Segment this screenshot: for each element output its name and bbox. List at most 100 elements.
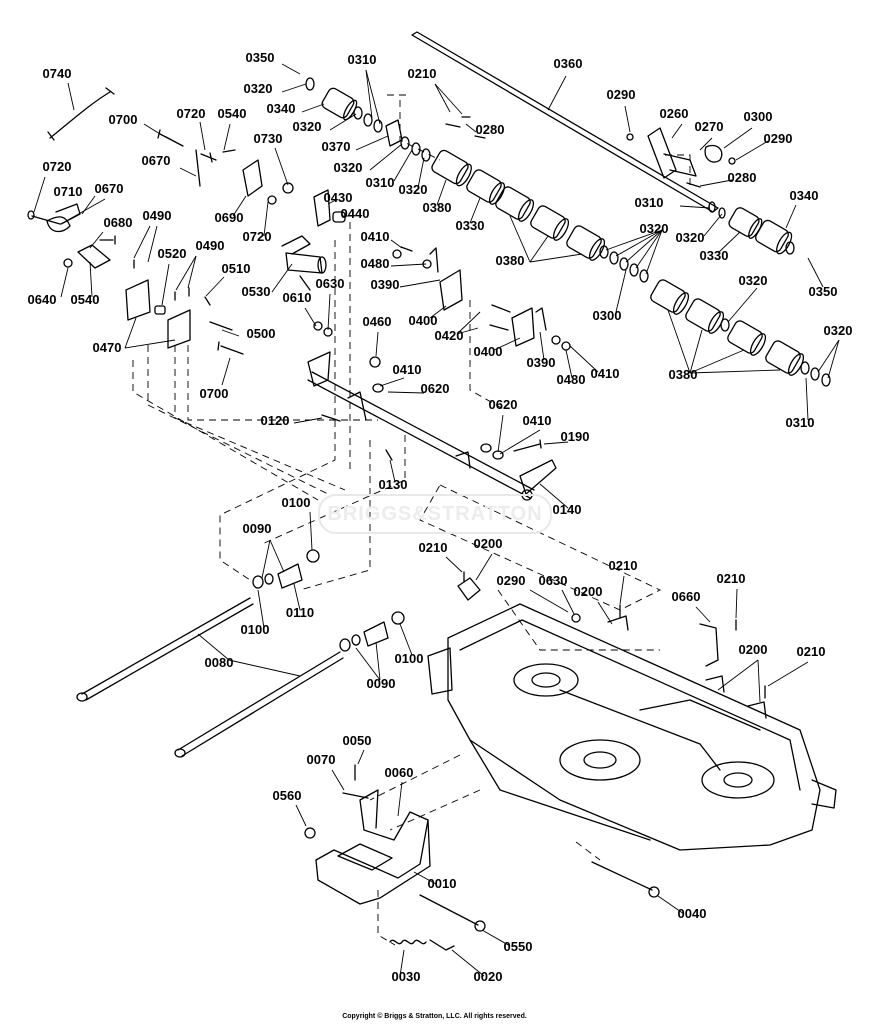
part-callout: 0320 — [334, 160, 363, 175]
part-callout: 0720 — [243, 229, 272, 244]
part-callout: 0500 — [247, 326, 276, 341]
part-callout: 0010 — [428, 876, 457, 891]
part-callout: 0030 — [392, 969, 421, 984]
part-callout: 0690 — [215, 210, 244, 225]
part-callout: 0290 — [497, 573, 526, 588]
part-callout: 0280 — [476, 122, 505, 137]
front-hitch-bracket — [315, 789, 431, 905]
part-callout: 0670 — [142, 153, 171, 168]
part-callout: 0320 — [640, 221, 669, 236]
part-callout: 0210 — [408, 66, 437, 81]
part-callout: 0110 — [286, 605, 314, 620]
support-brackets — [313, 119, 547, 347]
part-callout: 0710 — [54, 184, 83, 199]
part-callout: 0740 — [43, 66, 72, 81]
part-callout: 0270 — [695, 119, 724, 134]
part-callout: 0200 — [474, 536, 503, 551]
part-callout: 0330 — [700, 248, 729, 263]
part-callout: 0400 — [409, 313, 438, 328]
part-callout: 0360 — [554, 56, 583, 71]
bolts — [99, 116, 766, 799]
part-callout: 0380 — [669, 367, 698, 382]
part-callout: 0320 — [676, 230, 705, 245]
part-callout: 0200 — [574, 584, 603, 599]
part-callout: 0120 — [261, 413, 290, 428]
part-callout: 0700 — [200, 386, 229, 401]
part-callout: 0330 — [456, 218, 485, 233]
part-callout: 0630 — [539, 573, 568, 588]
part-callout: 0540 — [218, 106, 247, 121]
part-callout: 0620 — [489, 397, 518, 412]
part-callout: 0350 — [809, 284, 838, 299]
part-callout: 0380 — [496, 253, 525, 268]
leader-lines — [33, 63, 840, 977]
actuator-motor — [281, 235, 327, 291]
left-bracket-assembly — [27, 149, 263, 349]
part-callout: 0430 — [324, 190, 353, 205]
callout-labels: 0740 0700 0720 0540 0730 0670 0720 0710 0670 0690… — [28, 50, 853, 984]
part-callout: 0300 — [744, 109, 773, 124]
part-callout: 0300 — [593, 308, 622, 323]
part-callout: 0320 — [399, 182, 428, 197]
part-callout: 0390 — [527, 355, 556, 370]
part-callout: 0720 — [43, 159, 72, 174]
part-callout: 0290 — [607, 87, 636, 102]
part-callout: 0200 — [739, 642, 768, 657]
part-callout: 0320 — [244, 81, 273, 96]
part-callout: 0390 — [371, 277, 400, 292]
lift-shaft — [307, 351, 557, 501]
part-callout: 0670 — [95, 181, 124, 196]
part-callout: 0560 — [273, 788, 302, 803]
part-callout: 0060 — [385, 765, 414, 780]
part-callout: 0320 — [293, 119, 322, 134]
part-callout: 0620 — [421, 381, 450, 396]
part-callout: 0100 — [282, 495, 311, 510]
part-callout: 0190 — [561, 429, 590, 444]
part-callout: 0630 — [316, 276, 345, 291]
part-callout: 0090 — [367, 676, 396, 691]
part-callout: 0550 — [504, 939, 533, 954]
watermark: BRIGGS&STRATTON — [318, 494, 552, 534]
part-callout: 0510 — [222, 261, 251, 276]
part-callout: 0280 — [728, 170, 757, 185]
part-callout: 0320 — [739, 273, 768, 288]
part-callout: 0370 — [322, 139, 351, 154]
part-callout: 0730 — [254, 131, 283, 146]
part-callout: 0410 — [523, 413, 552, 428]
part-callout: 0530 — [242, 284, 271, 299]
part-callout: 0480 — [361, 256, 390, 271]
part-callout: 0340 — [267, 101, 296, 116]
part-callout: 0480 — [557, 372, 586, 387]
roller-set — [321, 87, 805, 376]
part-callout: 0520 — [158, 246, 187, 261]
link-rods — [76, 563, 389, 758]
part-callout: 0140 — [553, 502, 582, 517]
part-callout: 0100 — [241, 622, 270, 637]
part-callout: 0420 — [435, 328, 464, 343]
part-callout: 0470 — [93, 340, 122, 355]
part-callout: 0660 — [672, 589, 701, 604]
part-callout: 0080 — [205, 655, 234, 670]
part-callout: 0400 — [474, 344, 503, 359]
part-callout: 0260 — [660, 106, 689, 121]
front-hardware — [389, 861, 660, 951]
part-callout: 0210 — [419, 540, 448, 555]
part-callout: 0040 — [678, 906, 707, 921]
part-callout: 0440 — [341, 206, 370, 221]
cross-shaft — [411, 31, 719, 213]
shaft-bracket — [626, 127, 736, 179]
part-callout: 0350 — [246, 50, 275, 65]
part-callout: 0310 — [635, 195, 664, 210]
part-callout: 0680 — [104, 215, 133, 230]
part-callout: 0130 — [379, 477, 408, 492]
part-callout: 0320 — [824, 323, 853, 338]
part-callout: 0410 — [393, 362, 422, 377]
part-callout: 0490 — [143, 208, 172, 223]
part-callout: 0460 — [363, 314, 392, 329]
part-callout: 0210 — [609, 558, 638, 573]
mower-deck — [427, 577, 837, 851]
part-callout: 0700 — [109, 112, 138, 127]
washers — [252, 77, 831, 839]
part-callout: 0540 — [71, 292, 100, 307]
